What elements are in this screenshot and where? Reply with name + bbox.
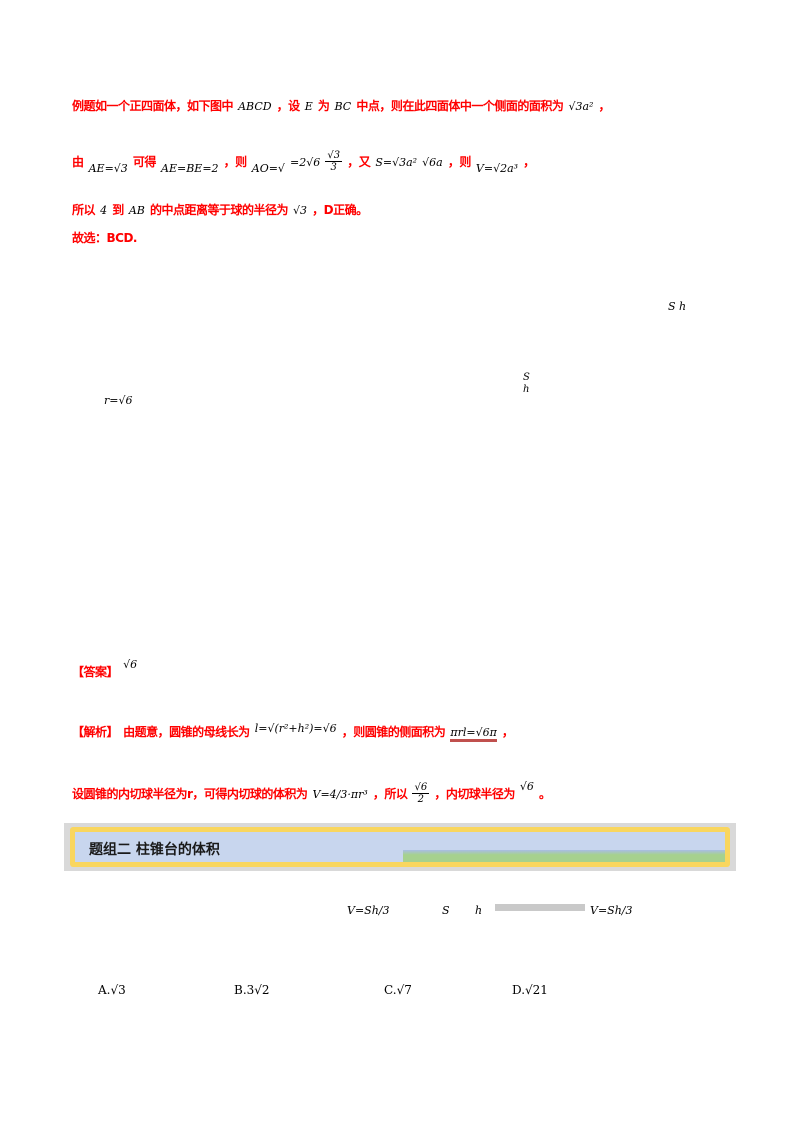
math-expression: πrl=√6π [450, 726, 497, 742]
option-label: C. [384, 983, 397, 997]
analysis-text: 。 [539, 787, 551, 801]
problem-text: 由 [72, 155, 84, 169]
option-b[interactable]: B.3√2 [234, 983, 270, 997]
fraction: √3 3 [325, 150, 343, 173]
denominator: 2 [417, 794, 425, 805]
section-header-accent [403, 850, 725, 862]
problem-line-4: 故选：BCD. [72, 228, 137, 246]
problem-text: ，D正确。 [312, 203, 368, 217]
math-expression: h [475, 904, 483, 917]
analysis-text: ，则圆锥的侧面积为 [341, 725, 446, 739]
math-expression: √3 [293, 204, 308, 217]
section-header-fill: 题组二 柱锥台的体积 [75, 832, 725, 862]
numerator: √3 [325, 150, 343, 162]
math-expression: AO=√ [251, 162, 285, 175]
option-label: A. [98, 983, 111, 997]
problem-text: 所以 [72, 203, 96, 217]
option-value: √21 [525, 983, 548, 997]
analysis-text: 由题意，圆锥的母线长为 [123, 725, 250, 739]
math-expression: V=Sh/3 [347, 904, 390, 917]
math-expression: V=4/3·πr³ [312, 788, 368, 801]
option-a[interactable]: A.√3 [98, 983, 126, 997]
analysis-text: ，内切球半径为 [434, 787, 515, 801]
analysis-line-2: 设圆锥的内切球半径为r，可得内切球的体积为 V=4/3·πr³ ，所以 √6 2… [72, 780, 551, 805]
math-expression: =2√6 [290, 156, 321, 169]
analysis-text: ，所以 [372, 787, 408, 801]
math-expression: 4 [100, 204, 108, 217]
answer-label: 【答案】 [72, 665, 119, 679]
math-expression: √6a [422, 156, 443, 169]
figure-label: r=√6 [104, 394, 133, 407]
math-expression: S [442, 904, 450, 917]
blank-fill-line [495, 904, 585, 911]
analysis-line-1: 【解析】 由题意，圆锥的母线长为 l=√(r²+h²)=√6 ，则圆锥的侧面积为… [72, 722, 514, 742]
problem-text: ，又 [347, 155, 371, 169]
problem-line-1: 例题如一个正四面体，如下图中 ABCD ，设 E 为 BC 中点，则在此四面体中… [72, 96, 611, 114]
answer-value: √6 [123, 658, 138, 671]
math-expression: E [304, 100, 313, 113]
math-expression: ABCD [238, 100, 272, 113]
problem-text: 可得 [132, 155, 157, 169]
analysis-text: 设圆锥的内切球半径为r，可得内切球的体积为 [72, 787, 308, 801]
math-expression: V=√2a³ [475, 162, 519, 175]
math-expression: AE=√3 [88, 162, 128, 175]
section-title: 题组二 柱锥台的体积 [89, 842, 220, 858]
problem-text: 例题如一个正四面体，如下图中 [72, 99, 234, 113]
problem-text: 到 [112, 203, 124, 217]
math-expression: √6 [519, 780, 534, 793]
problem-text: ，则 [447, 155, 472, 169]
problem-line-2: 由 AE=√3 可得 AE=BE=2 ，则 AO=√ =2√6 √3 3 ，又 … [72, 150, 535, 175]
option-value: √7 [396, 983, 412, 997]
math-expression: S=√3a² [375, 156, 418, 169]
math-expression: AB [128, 204, 145, 217]
analysis-label: 【解析】 [72, 725, 119, 739]
section-header-border: 题组二 柱锥台的体积 [70, 827, 730, 867]
denominator: 3 [330, 162, 337, 173]
analysis-text: ， [501, 725, 514, 739]
problem-line-3: 所以 4 到 AB 的中点距离等于球的半径为 √3 ，D正确。 [72, 200, 368, 218]
section-header: 题组二 柱锥台的体积 [64, 823, 736, 871]
math-expression: l=√(r²+h²)=√6 [254, 722, 337, 735]
option-label: B. [234, 983, 247, 997]
problem-text: 中点，则在此四面体中一个侧面的面积为 [356, 99, 564, 113]
math-expression: AE=BE=2 [161, 162, 219, 175]
option-label: D. [512, 983, 526, 997]
math-expression: √3a² [568, 100, 594, 113]
math-expression: V=Sh/3 [590, 904, 633, 917]
answer-line: 【答案】 √6 [72, 658, 137, 680]
numerator: √6 [412, 782, 430, 794]
option-c[interactable]: C.√7 [384, 983, 412, 997]
option-d[interactable]: D.√21 [512, 983, 548, 997]
problem-text: 为 [317, 99, 330, 113]
fraction: √6 2 [412, 782, 430, 805]
problem-text: ，则 [223, 155, 248, 169]
math-expression: BC [334, 100, 352, 113]
option-value: 3√2 [246, 983, 270, 997]
option-value: √3 [110, 983, 126, 997]
figure-label: S h [668, 300, 687, 313]
figure-label: S h [523, 372, 530, 395]
problem-text: ， [523, 155, 535, 169]
problem-text: ， [598, 99, 611, 113]
answer-choice-text: 故选：BCD. [72, 231, 137, 245]
problem-text: 的中点距离等于球的半径为 [149, 203, 289, 217]
problem-text: ，设 [276, 99, 301, 113]
